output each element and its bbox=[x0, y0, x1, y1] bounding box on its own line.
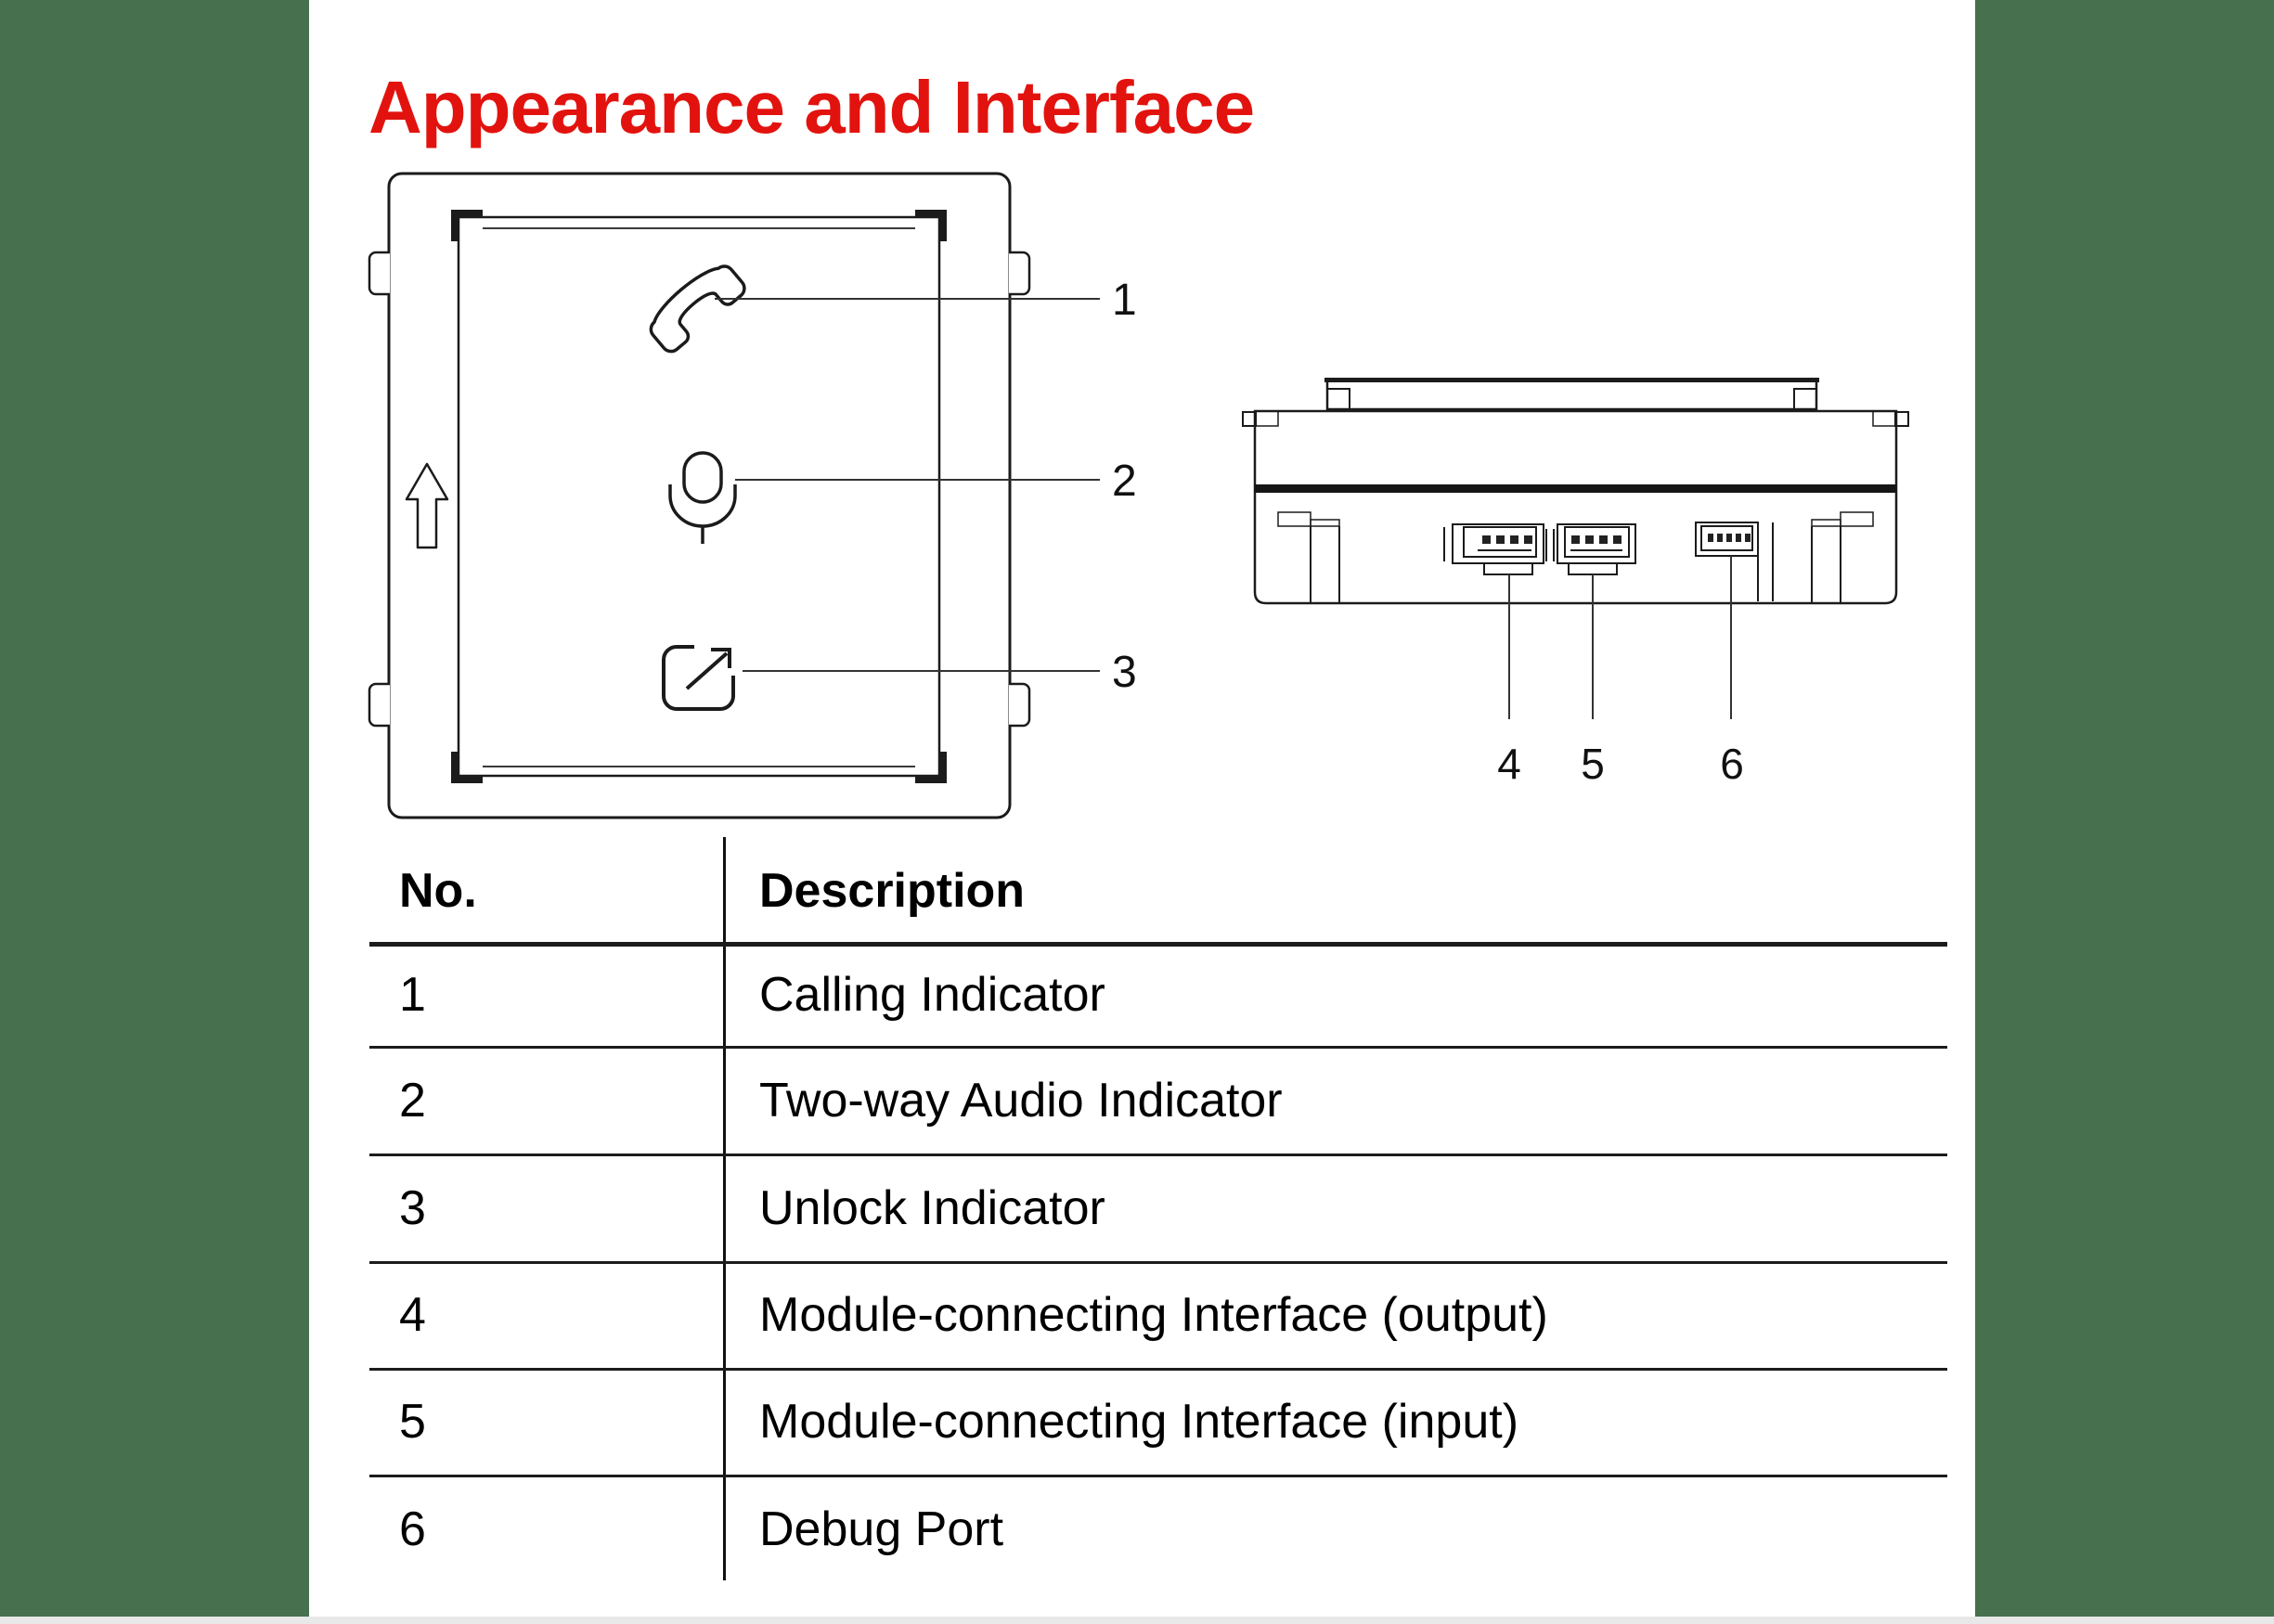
callout-5: 5 bbox=[1581, 740, 1605, 788]
front-leader-lines bbox=[715, 298, 1100, 672]
page-left-margin bbox=[0, 0, 309, 1624]
table-row-rule bbox=[369, 1368, 1947, 1371]
table-row-3-no: 3 bbox=[399, 1181, 426, 1235]
table-row-rule bbox=[369, 1154, 1947, 1156]
unlock-arrow-icon bbox=[662, 638, 741, 711]
callout-4: 4 bbox=[1497, 740, 1521, 788]
side-leader-lines bbox=[1508, 556, 1732, 719]
table-row-5-no: 5 bbox=[399, 1395, 426, 1449]
table-row-5-description: Module-connecting Interface (input) bbox=[759, 1395, 1519, 1449]
table-header-rule bbox=[369, 942, 1947, 947]
side-view-diagram bbox=[1242, 378, 1909, 719]
table-row-3-description: Unlock Indicator bbox=[759, 1181, 1105, 1235]
table-row-2-description: Two-way Audio Indicator bbox=[759, 1074, 1283, 1128]
table-column-divider bbox=[723, 837, 726, 1580]
side-connector-6 bbox=[1695, 522, 1774, 601]
table-row-rule bbox=[369, 1261, 1947, 1264]
front-view-diagram bbox=[368, 172, 1100, 819]
side-connector-4 bbox=[1443, 523, 1544, 575]
table-header-description: Description bbox=[759, 864, 1026, 918]
table-row-6-no: 6 bbox=[399, 1502, 426, 1556]
callout-6: 6 bbox=[1720, 740, 1744, 788]
side-connector-5 bbox=[1545, 523, 1636, 575]
side-top-plate bbox=[1324, 378, 1819, 411]
table-row-6-description: Debug Port bbox=[759, 1502, 1004, 1556]
page-right-margin bbox=[1975, 0, 2274, 1624]
page-bottom-strip bbox=[0, 1617, 2274, 1624]
page-title: Appearance and Interface bbox=[368, 66, 1255, 148]
table-header-no: No. bbox=[399, 864, 477, 918]
front-module-outline bbox=[368, 172, 1031, 819]
callout-3: 3 bbox=[1112, 647, 1137, 697]
table-row-4-description: Module-connecting Interface (output) bbox=[759, 1288, 1548, 1342]
table-row-1-no: 1 bbox=[399, 968, 426, 1022]
callout-1: 1 bbox=[1112, 275, 1137, 325]
table-row-rule bbox=[369, 1475, 1947, 1477]
front-panel-outline bbox=[451, 210, 947, 783]
table-row-4-no: 4 bbox=[399, 1288, 426, 1342]
microphone-icon bbox=[668, 451, 737, 544]
table-row-rule bbox=[369, 1046, 1947, 1049]
table-row-1-description: Calling Indicator bbox=[759, 968, 1105, 1022]
callout-2: 2 bbox=[1112, 456, 1137, 506]
phone-handset-icon bbox=[649, 264, 746, 354]
table-row-2-no: 2 bbox=[399, 1074, 426, 1128]
up-arrow-icon bbox=[405, 462, 449, 549]
side-body-outline bbox=[1242, 409, 1909, 605]
